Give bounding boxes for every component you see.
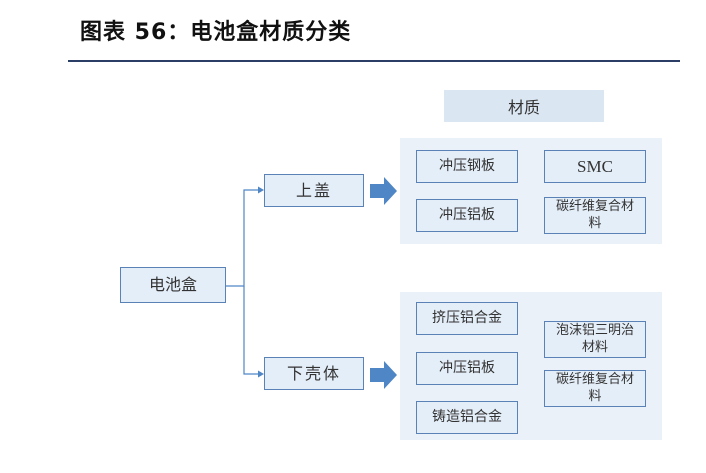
arrowhead-lower	[258, 370, 264, 378]
upper-material-smc: SMC	[544, 150, 646, 183]
figure-title: 图表 56：电池盒材质分类	[80, 20, 352, 45]
block-arrow-upper	[370, 177, 397, 205]
upper-material-carbon-fiber: 碳纤维复合材料	[544, 197, 646, 234]
lower-material-cast-aluminum: 铸造铝合金	[416, 401, 518, 434]
connector-root-upper	[226, 189, 258, 287]
block-arrow-lower	[370, 361, 397, 389]
lower-material-carbon-fiber: 碳纤维复合材料	[544, 370, 646, 407]
node-lower-shell: 下壳体	[264, 357, 364, 390]
arrowhead-upper	[258, 186, 264, 194]
upper-material-stamped-aluminum: 冲压铝板	[416, 199, 518, 232]
root-node-battery-box: 电池盒	[120, 267, 226, 303]
node-upper-cover: 上盖	[264, 174, 364, 207]
lower-material-aluminum-foam-sandwich: 泡沫铝三明治材料	[544, 321, 646, 358]
material-header: 材质	[444, 90, 604, 122]
lower-material-extruded-aluminum: 挤压铝合金	[416, 302, 518, 335]
connector-root-lower	[243, 286, 258, 375]
upper-material-stamped-steel: 冲压钢板	[416, 150, 518, 183]
lower-material-stamped-aluminum: 冲压铝板	[416, 352, 518, 385]
title-rule	[68, 60, 680, 62]
